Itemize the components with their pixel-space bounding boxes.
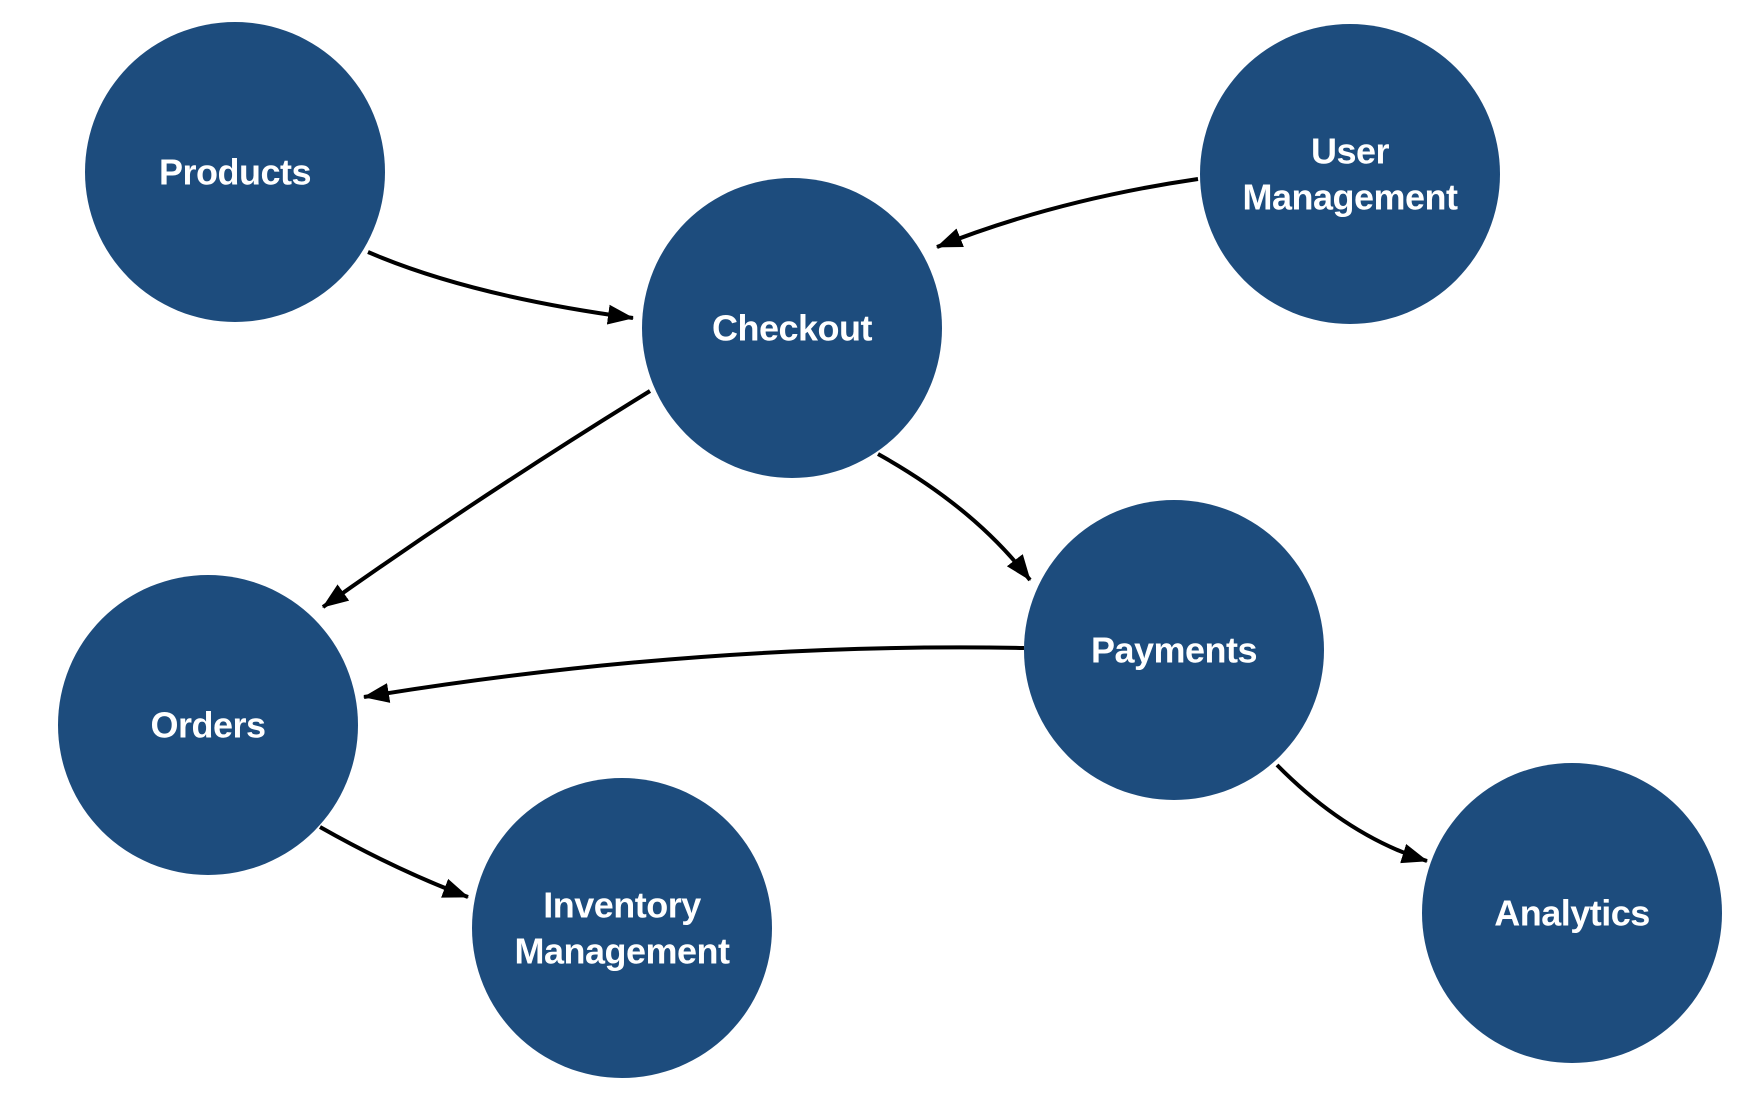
node-circle-user-management xyxy=(1200,24,1500,324)
node-circle-products xyxy=(85,22,385,322)
node-circle-orders xyxy=(58,575,358,875)
node-circle-payments xyxy=(1024,500,1324,800)
node-circle-checkout xyxy=(642,178,942,478)
edge-checkout-to-payments xyxy=(877,452,1032,582)
node-checkout: Checkout xyxy=(642,178,942,478)
edge-user-management-to-checkout xyxy=(936,177,1199,249)
node-label-checkout: Checkout xyxy=(712,308,873,349)
node-label-orders: Orders xyxy=(150,705,265,746)
node-orders: Orders xyxy=(58,575,358,875)
edge-products-to-checkout xyxy=(367,250,634,325)
node-circle-analytics xyxy=(1422,763,1722,1063)
node-products: Products xyxy=(85,22,385,322)
node-label-analytics: Analytics xyxy=(1494,893,1650,934)
node-payments: Payments xyxy=(1024,500,1324,800)
edge-payments-to-orders xyxy=(363,645,1025,703)
node-analytics: Analytics xyxy=(1422,763,1722,1063)
node-label-payments: Payments xyxy=(1091,630,1257,671)
edge-orders-to-inventory-management xyxy=(319,825,469,899)
edge-payments-to-analytics xyxy=(1275,763,1428,864)
node-circle-inventory-management xyxy=(472,778,772,1078)
node-label-products: Products xyxy=(159,152,311,193)
edge-checkout-to-orders xyxy=(321,389,652,609)
